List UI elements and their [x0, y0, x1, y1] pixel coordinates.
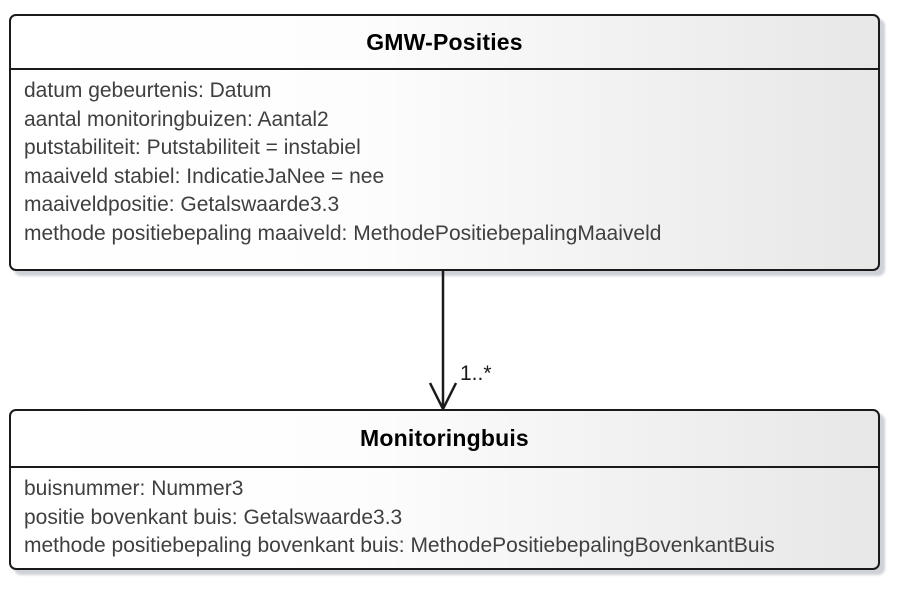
attribute-row: positie bovenkant buis: Getalswaarde3.3	[24, 505, 403, 529]
attribute-row: buisnummer: Nummer3	[24, 477, 244, 500]
attribute-row: maaiveld stabiel: IndicatieJaNee = nee	[24, 164, 385, 188]
class-title: GMW-Posities	[366, 28, 523, 55]
association-line	[428, 271, 458, 410]
class-title: Monitoringbuis	[360, 425, 529, 451]
multiplicity-label: 1..*	[460, 362, 492, 385]
attribute-row: methode positiebepaling bovenkant buis: …	[24, 534, 775, 558]
attribute-row: aantal monitoringbuizen: Aantal2	[24, 107, 329, 131]
arrowhead-icon	[428, 382, 445, 410]
class-attributes-monitoringbuis: buisnummer: Nummer3 positie bovenkant bu…	[11, 468, 878, 561]
class-header-gmw-posities[interactable]: GMW-Posities	[11, 16, 878, 70]
attribute-row: datum gebeurtenis: Datum	[24, 79, 272, 102]
class-attributes-gmw-posities: datum gebeurtenis: Datum aantal monitori…	[11, 70, 878, 249]
attribute-row: maaiveldpositie: Getalswaarde3.3	[24, 193, 340, 217]
class-header-monitoringbuis[interactable]: Monitoringbuis	[11, 411, 878, 468]
attribute-row: putstabiliteit: Putstabiliteit = instabi…	[24, 136, 361, 160]
class-box-monitoringbuis[interactable]: Monitoringbuis buisnummer: Nummer3 posit…	[9, 409, 880, 570]
class-box-gmw-posities[interactable]: GMW-Posities datum gebeurtenis: Datum aa…	[9, 14, 880, 271]
attribute-row: methode positiebepaling maaiveld: Method…	[24, 221, 662, 245]
